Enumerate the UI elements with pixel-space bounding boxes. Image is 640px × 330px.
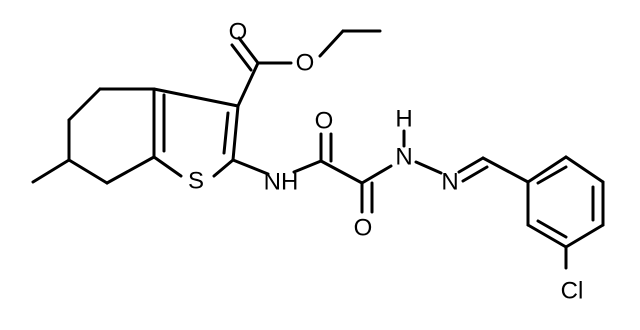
bond — [318, 29, 345, 58]
atom-label-h: H — [395, 106, 412, 133]
atom-label-n: N — [441, 169, 458, 196]
bond — [231, 158, 270, 176]
atom-label-s: S — [188, 168, 204, 195]
atom-label-o: O — [229, 19, 248, 46]
bond — [564, 223, 605, 249]
bond — [414, 160, 443, 175]
double-bond-inner — [461, 165, 489, 183]
double-bond — [526, 155, 568, 184]
methyl-bond — [31, 158, 71, 184]
double-bond — [526, 223, 568, 249]
double-bond-inner — [222, 111, 230, 155]
atom-label-o: O — [354, 215, 373, 242]
bond — [105, 155, 156, 185]
atom-label-cl: Cl — [561, 278, 584, 305]
bond — [360, 164, 393, 185]
bond — [481, 156, 530, 184]
bond — [564, 155, 605, 184]
atom-labels: O O O O H N N NH S Cl — [188, 19, 583, 305]
double-bond-inner — [230, 43, 253, 72]
atom-label-n: N — [395, 144, 412, 171]
atom-label-nh: NH — [264, 169, 299, 196]
bond — [212, 158, 235, 178]
bond — [67, 158, 109, 185]
atom-label-o: O — [296, 50, 315, 77]
double-bond — [231, 104, 240, 162]
double-bond — [457, 156, 485, 174]
double-bond — [237, 36, 260, 65]
double-bond-inner — [536, 219, 568, 239]
bond — [152, 87, 240, 108]
bond — [319, 159, 364, 185]
atom-label-o: O — [315, 108, 334, 135]
bond — [67, 87, 102, 122]
bond — [292, 159, 323, 174]
double-bond-inner — [536, 165, 568, 185]
bond — [236, 61, 260, 108]
bond — [152, 155, 183, 178]
bond-lines — [31, 29, 605, 270]
